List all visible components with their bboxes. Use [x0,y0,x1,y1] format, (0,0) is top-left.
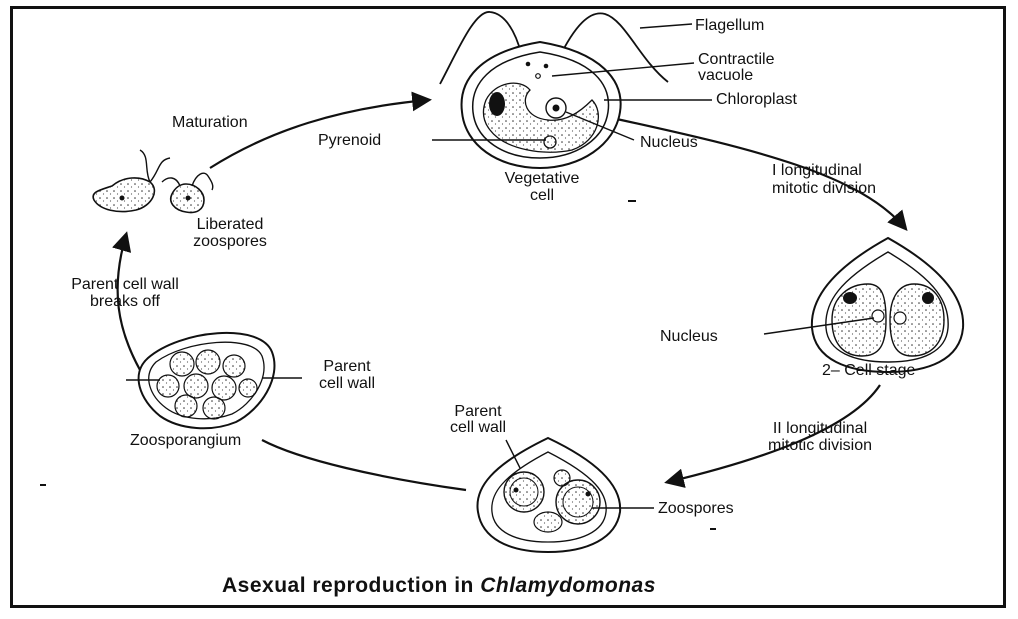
label-second-division: II longitudinal mitotic division [720,420,920,454]
label-maturation: Maturation [172,114,248,131]
two-cell-stage [812,238,963,372]
label-flagellum: Flagellum [695,17,764,34]
label-nucleus-mid: Nucleus [660,328,718,345]
caption-prefix: Asexual reproduction in [222,574,480,597]
label-vegetative-cell: Vegetative cell [482,170,602,204]
label-liberated-zoospores: Liberated zoospores [160,216,300,250]
label-zoosporangium: Zoosporangium [130,432,241,449]
label-two-cell-stage: 2– Cell stage [822,362,915,379]
label-parent-cell-wall-right: Parent cell wall [418,404,538,436]
label-parent-wall-breaks: Parent cell wall breaks off [30,276,220,310]
arrow-to-zoosporangium [262,440,466,490]
label-contractile-vacuole: Contractile vacuole [698,52,774,84]
label-pyrenoid: Pyrenoid [318,132,381,149]
label-parent-cell-wall-left: Parent cell wall [292,358,402,392]
label-chloroplast: Chloroplast [716,91,797,108]
label-first-division: I longitudinal mitotic division [772,162,876,198]
figure-caption: Asexual reproduction in Chlamydomonas [222,574,656,598]
label-nucleus-top: Nucleus [640,134,698,151]
liberated-zoospores [93,150,213,213]
caption-species: Chlamydomonas [480,574,656,597]
label-zoospores: Zoospores [658,500,734,517]
zoospores-in-parent-wall [477,438,620,552]
vegetative-cell [440,12,668,168]
